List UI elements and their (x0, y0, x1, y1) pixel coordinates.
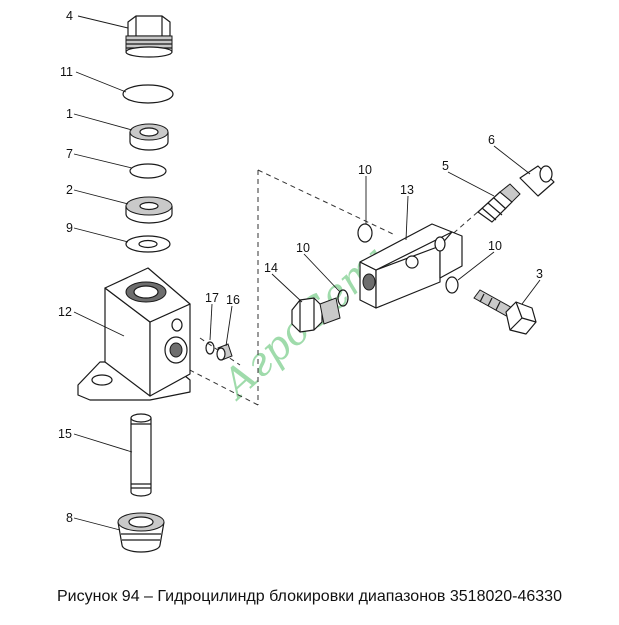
assembly-axis-lines (179, 169, 481, 406)
figure-caption: Рисунок 94 – Гидроцилиндр блокировки диа… (57, 588, 562, 605)
part-13-block (359, 223, 463, 309)
part-6-cap (519, 165, 555, 197)
part-10-washer-left (337, 289, 349, 307)
part-5-nipple (477, 183, 521, 223)
callout-11: 11 (60, 65, 73, 79)
callout-10-top: 10 (358, 163, 372, 177)
callout-10-right: 10 (488, 239, 502, 253)
callout-4: 4 (66, 9, 73, 23)
callout-labels: 4 11 1 7 2 9 12 15 8 17 16 14 10 10 10 1… (58, 9, 543, 525)
callout-5: 5 (442, 159, 449, 173)
callout-7: 7 (66, 147, 73, 161)
callout-8: 8 (66, 511, 73, 525)
callout-17: 17 (205, 291, 219, 305)
callout-9: 9 (66, 221, 73, 235)
part-2-washer (125, 196, 173, 224)
callout-13: 13 (400, 183, 414, 197)
callout-14: 14 (264, 261, 278, 275)
callout-16: 16 (226, 293, 240, 307)
part-12-cylinder-body (77, 267, 191, 401)
part-1-sleeve (129, 123, 169, 151)
part-3-bolt (473, 289, 537, 335)
part-4-plug (125, 15, 173, 58)
part-9-flat-washer (125, 235, 171, 253)
part-7-ring (129, 163, 167, 179)
part-15-piston-rod (130, 413, 152, 497)
part-10-washer-right (445, 276, 459, 294)
part-10-washer-top (357, 223, 373, 243)
part-14-bolt (291, 297, 341, 333)
callout-3: 3 (536, 267, 543, 281)
exploded-assembly-diagram: АгроСеть (58, 9, 555, 553)
part-8-end-cap (117, 512, 165, 553)
part-11-o-ring (122, 84, 174, 104)
callout-10-left: 10 (296, 241, 310, 255)
callout-15: 15 (58, 427, 72, 441)
callout-1: 1 (66, 107, 73, 121)
callout-2: 2 (66, 183, 73, 197)
callout-12: 12 (58, 305, 72, 319)
part-17-small-ring (205, 341, 215, 355)
part-16-fitting (216, 343, 233, 361)
leader-lines (73, 15, 541, 531)
callout-6: 6 (488, 133, 495, 147)
